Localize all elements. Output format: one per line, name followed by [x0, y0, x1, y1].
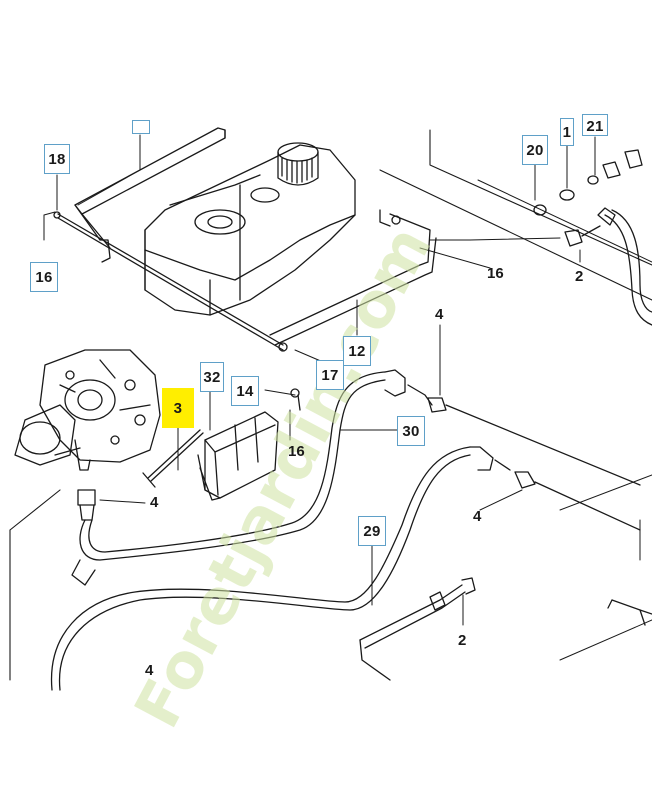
fuel-tank: [144, 144, 356, 316]
label-4-top: 4: [435, 306, 444, 323]
hose-right: [597, 207, 652, 326]
mounting-rod: [53, 211, 288, 352]
label-2-bottom: 2: [458, 632, 467, 649]
leader-lines: [43, 134, 596, 626]
right-frame-bar: [269, 209, 437, 346]
fitting-left: [77, 489, 96, 521]
callout-top-frame[interactable]: [132, 120, 150, 134]
bolt: [142, 429, 204, 488]
callout-20[interactable]: 20: [522, 135, 548, 165]
callout-1[interactable]: 1: [560, 118, 574, 146]
filler-cap: [277, 142, 319, 186]
label-16-right: 16: [487, 265, 504, 282]
label-4-right: 4: [473, 508, 482, 525]
callout-14[interactable]: 14: [231, 376, 259, 406]
callout-16[interactable]: 16: [30, 262, 58, 292]
mounting-bracket: [197, 411, 279, 501]
fitting-upper: [427, 397, 641, 486]
hydraulic-pump: [14, 349, 161, 471]
label-4-left: 4: [150, 494, 159, 511]
callout-29[interactable]: 29: [358, 516, 386, 546]
frame-bracket: [74, 127, 226, 263]
callout-18[interactable]: 18: [44, 144, 70, 174]
label-4-bottom: 4: [145, 662, 154, 679]
callout-3[interactable]: 3: [162, 388, 194, 428]
callout-12[interactable]: 12: [343, 336, 371, 366]
callout-32[interactable]: 32: [200, 362, 224, 392]
callout-17[interactable]: 17: [316, 360, 344, 390]
label-2-top: 2: [575, 268, 584, 285]
callout-21[interactable]: 21: [582, 114, 608, 136]
label-16-mid: 16: [288, 443, 305, 460]
hose-29: [50, 446, 511, 691]
callout-30[interactable]: 30: [397, 416, 425, 446]
pipe-lower: [359, 577, 476, 681]
